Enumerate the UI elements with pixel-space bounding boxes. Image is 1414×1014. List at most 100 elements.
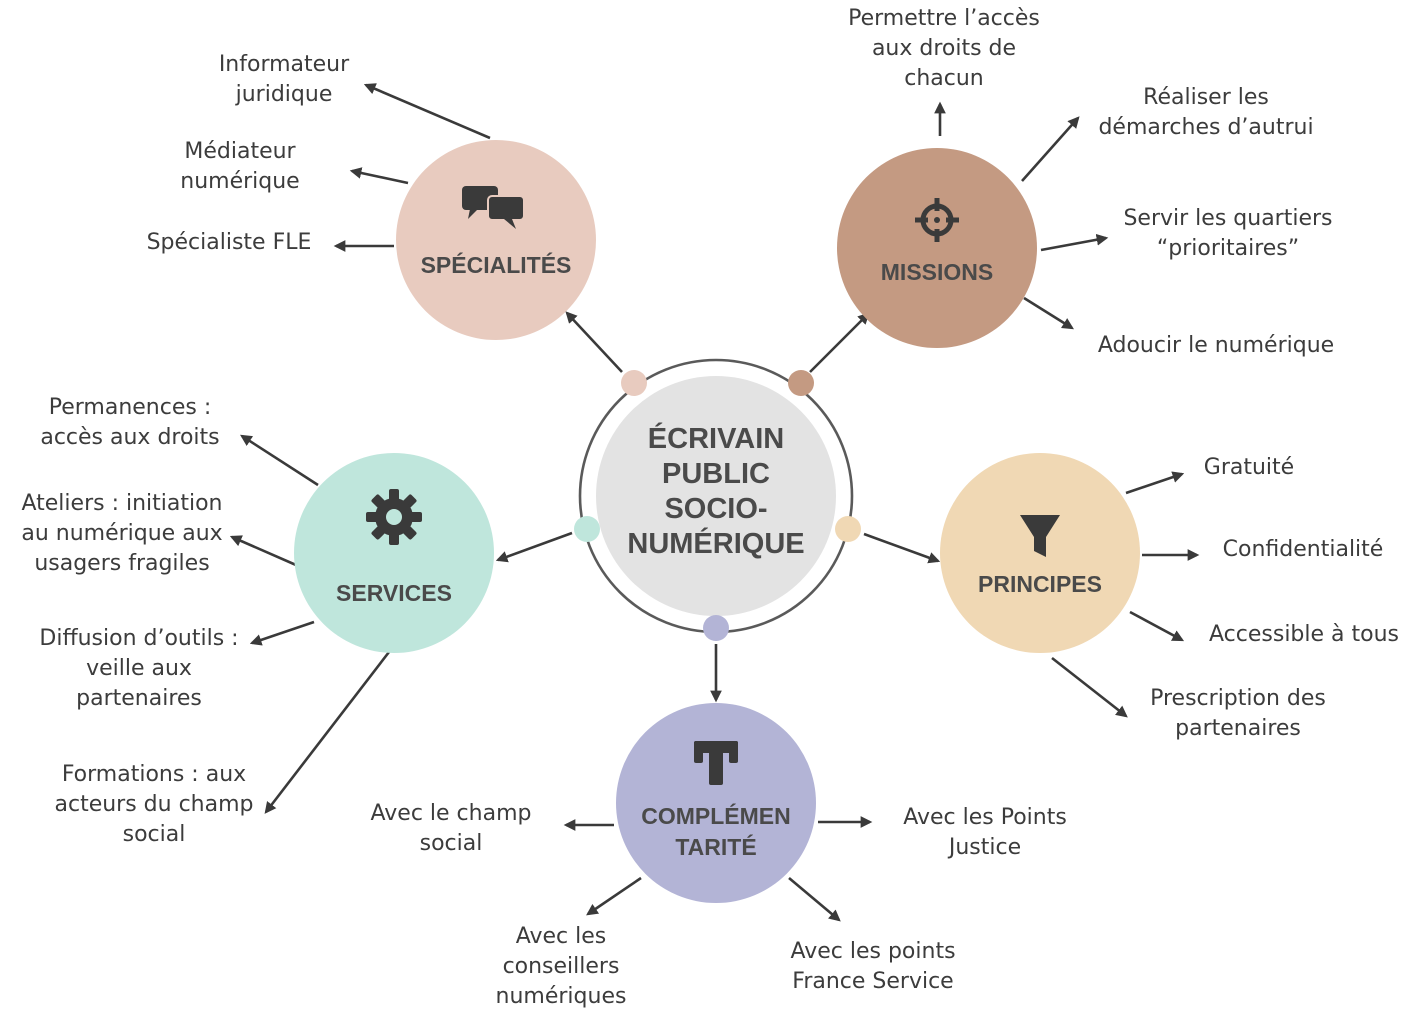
specialites-leaf-text-line: Informateur <box>219 52 350 77</box>
services-leaf-arrow <box>249 620 315 646</box>
principes-label: PRINCIPES <box>978 571 1102 597</box>
services-leaf-text-line: veille aux <box>86 656 192 681</box>
principes-leaf-text-line: partenaires <box>1175 716 1301 741</box>
missions-leaf-text: Servir les quartiers “prioritaires” <box>1123 206 1332 261</box>
missions-spoke-arrow <box>809 312 870 373</box>
missions-leaf-text-line: Réaliser les <box>1143 85 1269 110</box>
missions-circle <box>837 148 1037 348</box>
missions-leaf-text-line: Servir les quartiers <box>1123 206 1332 231</box>
complementarite-label-line: COMPLÉMEN <box>641 802 791 829</box>
specialites-leaf-arrow <box>363 83 491 140</box>
complementarite-leaf-text-line: social <box>420 831 483 856</box>
services-leaf-text-line: usagers fragiles <box>34 551 209 576</box>
specialites-label: SPÉCIALITÉS <box>421 251 572 278</box>
missions-leaf-arrow <box>1040 233 1109 252</box>
tools-icon <box>694 741 738 785</box>
missions-leaf-text-line: démarches d’autrui <box>1098 115 1313 140</box>
principes-leaf-arrow <box>1129 610 1185 642</box>
services-leaf-text-line: social <box>123 822 186 847</box>
services-spoke-arrow <box>495 531 573 563</box>
missions-leaf-arrow <box>1023 296 1074 330</box>
specialites-leaf-arrow <box>349 167 409 185</box>
specialites-spoke-arrow <box>565 311 623 373</box>
principes-leaf-text-line: Gratuité <box>1204 455 1294 480</box>
complementarite-leaf-text-line: numériques <box>496 984 627 1009</box>
principes-leaf-text: Gratuité <box>1204 455 1294 480</box>
services-circle <box>294 453 494 653</box>
missions-leaf-text-line: Adoucir le numérique <box>1098 333 1334 358</box>
principes-leaf-text-line: Accessible à tous <box>1209 622 1399 647</box>
services-label-line: SERVICES <box>336 580 452 606</box>
specialites-label-line: SPÉCIALITÉS <box>421 251 572 278</box>
missions-leaf-text-line: “prioritaires” <box>1157 236 1299 261</box>
missions-leaf-arrow <box>1021 116 1080 182</box>
center-title-line: ÉCRIVAIN <box>648 421 784 455</box>
specialites-connector-dot <box>621 370 647 396</box>
specialites-leaf-text-line: juridique <box>235 82 333 107</box>
specialites-leaf-text: Médiateur numérique <box>180 139 299 194</box>
complementarite-leaf-arrow <box>788 877 841 922</box>
missions-leaf-text: Réaliser les démarches d’autrui <box>1098 85 1313 140</box>
funnel-icon <box>1020 515 1060 557</box>
services-leaf-arrow <box>264 651 391 814</box>
missions-leaf-text-line: aux droits de <box>872 36 1016 61</box>
specialites-circle <box>396 140 596 340</box>
specialites-leaf-text-line: numérique <box>180 169 299 194</box>
complementarite-leaf-text: Avec le champ social <box>371 801 532 856</box>
complementarite-leaf-text-line: Avec le champ <box>371 801 532 826</box>
complementarite-leaf-text-line: Avec les <box>516 924 607 949</box>
complementarite-leaf-text-line: Avec les points <box>790 939 955 964</box>
complementarite-leaf-text-line: conseillers <box>503 954 620 979</box>
principes-leaf-text: Prescription des partenaires <box>1150 686 1326 741</box>
complementarite-circle <box>616 703 816 903</box>
services-leaf-text-line: acteurs du champ <box>55 792 254 817</box>
principes-leaf-text-line: Confidentialité <box>1223 537 1384 562</box>
principes-leaf-arrow <box>1051 656 1128 718</box>
complementarite-label: COMPLÉMEN TARITÉ <box>641 802 791 860</box>
gear-icon <box>366 489 422 545</box>
services-leaf-text-line: au numérique aux <box>21 521 222 546</box>
center-title-line: SOCIO- <box>664 493 767 525</box>
specialites-leaf-text: Spécialiste FLE <box>147 230 312 255</box>
services-leaf-text-line: Ateliers : initiation <box>21 491 222 516</box>
principes-leaf-text-line: Prescription des <box>1150 686 1326 711</box>
specialites-leaf-text-line: Spécialiste FLE <box>147 230 312 255</box>
missions-connector-dot <box>788 370 814 396</box>
services-leaf-text: Ateliers : initiation au numérique aux usa… <box>21 491 222 576</box>
complementarite-label-line: TARITÉ <box>675 833 756 860</box>
center-circle <box>596 376 836 616</box>
missions-leaf-text: Adoucir le numérique <box>1098 333 1334 358</box>
missions-label: MISSIONS <box>881 259 993 285</box>
center-title-line: PUBLIC <box>662 458 770 490</box>
speech-bubbles-icon <box>462 186 525 229</box>
principes-leaf-arrow <box>1125 471 1185 495</box>
services-connector-dot <box>574 516 600 542</box>
services-leaf-text-line: Formations : aux <box>62 762 246 787</box>
principes-label-line: PRINCIPES <box>978 571 1102 597</box>
services-leaf-text: Permanences : accès aux droits <box>40 395 219 450</box>
services-leaf-text-line: Diffusion d’outils : <box>39 626 238 651</box>
missions-leaf-text-line: Permettre l’accès <box>848 6 1040 31</box>
principes-connector-dot <box>835 516 861 542</box>
complementarite-leaf-text-line: Avec les Points <box>903 805 1067 830</box>
services-leaf-arrow <box>240 434 319 487</box>
crosshair-icon <box>915 198 959 242</box>
center-title-line: NUMÉRIQUE <box>627 526 804 560</box>
services-leaf-text-line: accès aux droits <box>40 425 219 450</box>
services-leaf-arrow <box>229 535 297 567</box>
specialites-leaf-text: Informateur juridique <box>219 52 350 107</box>
principes-spoke-arrow <box>863 532 941 564</box>
complementarite-leaf-text-line: France Service <box>792 969 953 994</box>
specialites-leaf-text-line: Médiateur <box>184 139 296 164</box>
missions-leaf-text: Permettre l’accès aux droits de chacun <box>848 6 1040 91</box>
missions-leaf-text-line: chacun <box>904 66 984 91</box>
complementarite-connector-dot <box>703 615 729 641</box>
complementarite-leaf-arrow <box>586 876 642 916</box>
services-leaf-text-line: Permanences : <box>49 395 212 420</box>
principes-leaf-text: Accessible à tous <box>1209 622 1399 647</box>
